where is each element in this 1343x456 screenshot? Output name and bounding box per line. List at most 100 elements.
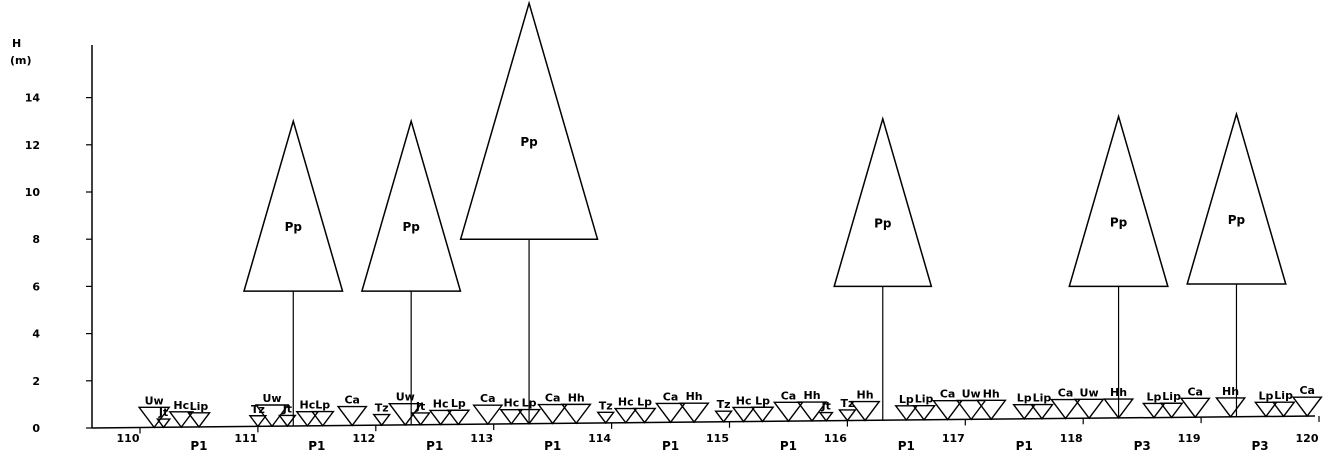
shrub-crown — [499, 409, 524, 426]
shrub-species-label: Lp — [315, 399, 330, 412]
shrub-species-label: Hh — [686, 390, 703, 403]
shrub-crown — [248, 415, 268, 428]
shrub: Hh — [560, 391, 592, 425]
shrub-crown — [1159, 402, 1184, 419]
shrub-species-label: Hc — [736, 394, 752, 407]
shrub-species-label: Hh — [1222, 385, 1239, 398]
tree-species-label: Pp — [1110, 215, 1128, 229]
shrub-species-label: Lp — [899, 393, 914, 406]
shrub-crown — [186, 412, 211, 429]
shrub: Lp — [1012, 392, 1037, 421]
shrub: Hh — [1215, 385, 1247, 418]
shrub: Ca — [772, 389, 805, 423]
shrub-species-label: Lp — [755, 394, 770, 407]
tree-pp: Pp — [1068, 113, 1169, 418]
shrub-species-label: Uw — [396, 391, 415, 404]
shrub-crown — [975, 399, 1007, 421]
shrub-species-label: Lp — [1146, 390, 1161, 403]
shrub-species-label: Lip — [1274, 389, 1293, 402]
tree-pp: Pp — [833, 116, 933, 421]
shrub: Tz — [372, 402, 392, 427]
shrub-crown — [168, 411, 195, 429]
shrub-crown — [596, 411, 616, 425]
shrub: Lp — [894, 393, 919, 422]
shrub: Lp — [446, 397, 471, 426]
shrub-species-label: Uw — [1080, 386, 1099, 399]
shrub-species-label: Hh — [804, 389, 821, 402]
y-axis-unit: (m) — [10, 54, 32, 67]
shrub-species-label: Ca — [344, 394, 360, 407]
plot-label: P1 — [1016, 439, 1033, 453]
shrub: Tz — [838, 397, 857, 422]
shrub: Lp — [310, 399, 335, 427]
shrub-crown — [537, 403, 569, 425]
shrub: Lp — [517, 397, 542, 425]
shrub-crown — [818, 411, 834, 422]
shrub: Ca — [1179, 385, 1211, 419]
shrub-crown — [912, 404, 937, 422]
shrub: Uw — [955, 387, 987, 421]
tree-pp: Pp — [459, 0, 599, 424]
shrub: Lip — [912, 393, 937, 422]
shrub-species-label: Lp — [451, 397, 466, 410]
shrub-species-label: Lp — [1258, 389, 1273, 402]
x-tick-label: 118 — [1060, 432, 1083, 445]
shrub: Hh — [678, 390, 710, 424]
plot-label: P1 — [662, 439, 679, 453]
shrub-crown — [295, 411, 320, 428]
shrub: Jt — [278, 402, 297, 428]
shrub-crown — [678, 402, 710, 424]
y-tick-label: 4 — [32, 328, 40, 341]
shrub-species-label: Hh — [568, 391, 585, 404]
y-tick-label: 2 — [32, 375, 40, 388]
shrub-species-label: Ca — [781, 389, 797, 402]
x-tick-label: 120 — [1296, 432, 1319, 445]
shrub: Lp — [1141, 390, 1166, 419]
shrub-crown — [1291, 396, 1323, 418]
shrub-crown — [278, 414, 297, 428]
shrub-species-label: Tz — [840, 397, 854, 410]
shrub-species-label: Hh — [983, 387, 1000, 400]
shrub: Jt — [410, 400, 431, 426]
plot-label: P1 — [308, 439, 325, 453]
shrub-crown — [1049, 398, 1082, 420]
shrub-species-label: Jt — [415, 400, 425, 413]
y-tick-label: 14 — [25, 92, 41, 105]
shrub-crown — [714, 410, 733, 423]
plot-label: P1 — [780, 439, 797, 453]
shrub-crown — [410, 412, 431, 426]
shrub-species-label: Tz — [375, 402, 389, 415]
shrub-crown — [560, 403, 592, 425]
y-tick-label: 6 — [32, 280, 40, 293]
shrub-crown — [310, 410, 335, 427]
shrub-species-label: Lip — [1033, 392, 1052, 405]
shrub-species-label: Lp — [1017, 392, 1032, 405]
shrub: Hc — [613, 396, 638, 424]
shrub-crown — [750, 406, 775, 423]
shrub: Hh — [1103, 386, 1135, 420]
shrub: Tz — [714, 398, 733, 423]
plot-label: P1 — [898, 439, 915, 453]
shrub: Hc — [731, 394, 756, 423]
tree-crown — [459, 0, 599, 240]
shrub: Lp — [1253, 389, 1278, 418]
shrub-crown — [137, 406, 171, 429]
shrub: Jt — [818, 400, 834, 422]
tree-crown — [1068, 113, 1169, 288]
x-tick-label: 111 — [234, 432, 257, 445]
shrub-species-label: Ca — [1058, 387, 1074, 400]
y-tick-label: 0 — [32, 422, 40, 435]
shrub-species-label: Ca — [480, 392, 496, 405]
shrub-species-label: Hh — [857, 389, 874, 402]
shrub-crown — [632, 407, 657, 424]
shrub-crown — [472, 404, 504, 426]
shrub: Lip — [1029, 392, 1054, 420]
shrub-species-label: Hc — [618, 396, 634, 409]
shrub: Ca — [472, 392, 504, 426]
shrub-crown — [1253, 401, 1278, 418]
shrub: Lip — [1159, 390, 1184, 419]
shrub-crown — [932, 400, 964, 421]
shrub: Hc — [428, 397, 453, 426]
shrub-species-label: Uw — [145, 394, 164, 407]
shrub: Tz — [596, 399, 616, 425]
